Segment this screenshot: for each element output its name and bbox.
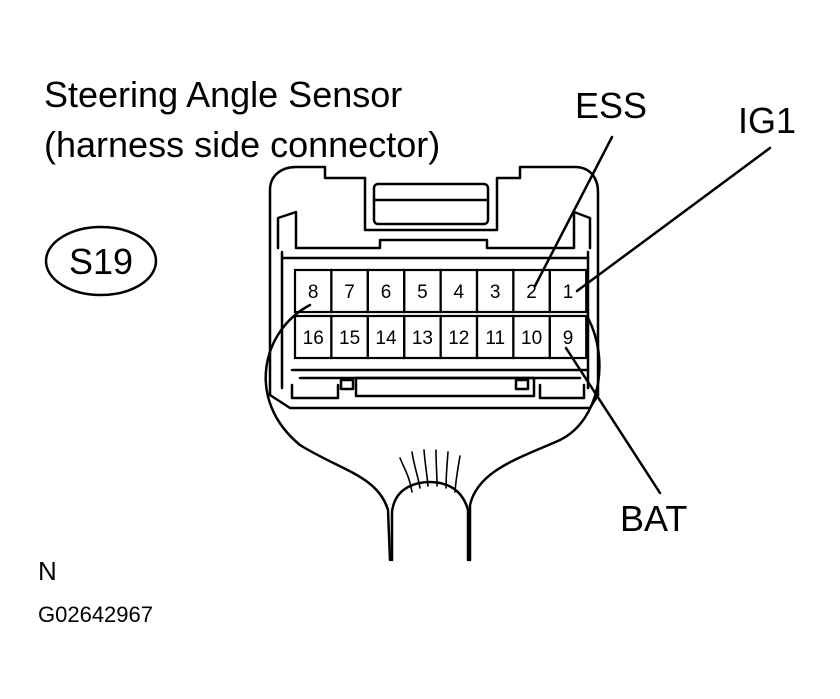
pin-number: 12	[448, 328, 469, 349]
pin-number: 7	[344, 282, 355, 303]
ess-leader-line	[533, 135, 614, 288]
harness-wires	[399, 449, 461, 493]
connector-housing	[268, 165, 600, 410]
ess-label: ESS	[575, 85, 647, 126]
pin-cell	[548, 314, 588, 360]
corner-letter: N	[38, 556, 57, 586]
ig1-label: IG1	[738, 100, 796, 141]
pin-number: 13	[412, 328, 433, 349]
diagram-title-line1: Steering Angle Sensor	[44, 74, 402, 115]
connector-code: S19	[69, 241, 133, 282]
cable-sleeve	[390, 480, 470, 562]
pin-number: 3	[490, 282, 501, 303]
pin-number: 16	[303, 328, 324, 349]
pin-number: 11	[485, 328, 505, 349]
pin-number: 15	[339, 328, 360, 349]
pin-number: 2	[526, 282, 537, 303]
diagram-title-line2: (harness side connector)	[44, 124, 440, 165]
harness-cable-outline	[264, 303, 392, 562]
connector-code-oval	[44, 225, 158, 297]
pin-number: 4	[454, 282, 465, 303]
pin-number: 1	[563, 282, 574, 303]
figure-id: G02642967	[38, 602, 153, 627]
bat-leader-line	[564, 346, 662, 495]
pin-number: 9	[563, 328, 574, 349]
pin-number: 5	[417, 282, 428, 303]
pin-grid: 8 7 6 5 4 3 2 1 16 15 14 13 12 11 10 9	[293, 268, 588, 360]
pin-cell	[548, 268, 588, 314]
pin-number: 10	[521, 328, 542, 349]
pin-number: 14	[375, 328, 397, 349]
pin-number: 8	[308, 282, 319, 303]
ig1-leader-line	[575, 146, 772, 293]
bat-label: BAT	[620, 498, 687, 539]
pin-number: 6	[381, 282, 392, 303]
harness-cable-outline-right	[468, 316, 601, 562]
